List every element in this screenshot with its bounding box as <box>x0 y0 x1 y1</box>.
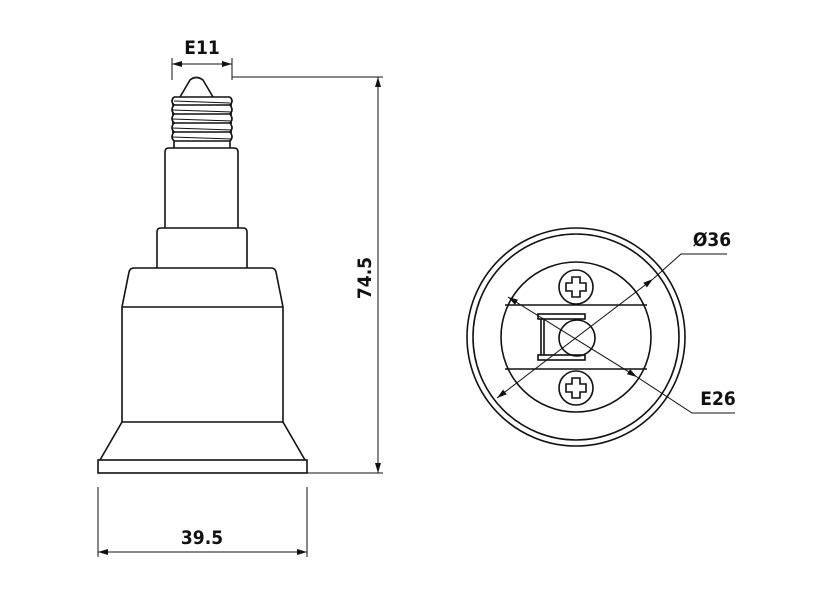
thread <box>171 96 233 148</box>
screw-top <box>558 269 594 305</box>
dimension-e11: E11 <box>171 37 233 80</box>
label-width: 39.5 <box>181 527 223 549</box>
label-height: 74.5 <box>354 257 376 299</box>
adapter-side-view <box>97 76 308 474</box>
dimension-height: 74.5 <box>232 76 383 474</box>
dimension-diameter: Ø36 <box>496 229 731 399</box>
dimension-width: 39.5 <box>97 487 308 557</box>
adapter-front-view <box>466 227 686 447</box>
dimension-e26: E26 <box>507 296 736 414</box>
label-diameter: Ø36 <box>693 229 731 251</box>
label-e26: E26 <box>700 388 735 410</box>
screw-bottom <box>558 370 594 406</box>
label-e11: E11 <box>184 37 219 59</box>
